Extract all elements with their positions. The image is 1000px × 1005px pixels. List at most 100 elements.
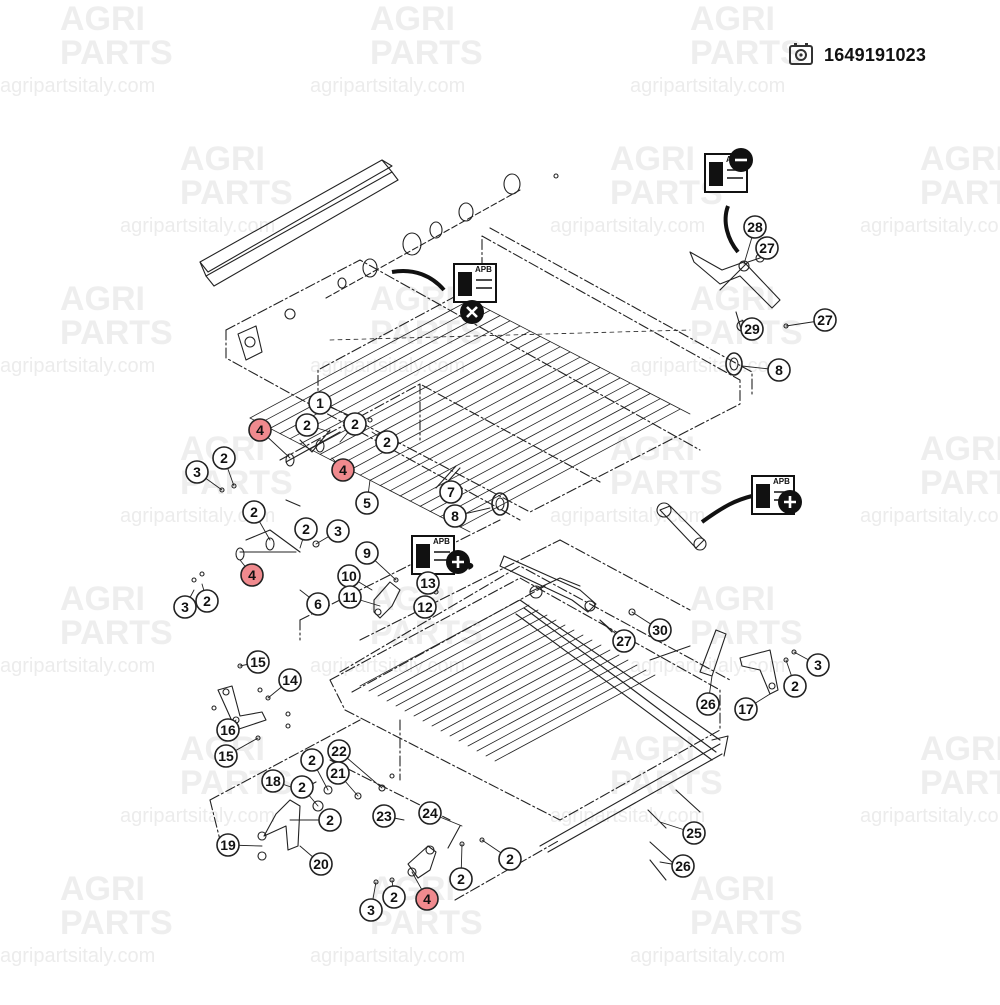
- watermark-line2: PARTS: [60, 314, 173, 352]
- callout-label: 27: [616, 633, 632, 649]
- apb-arrow: [723, 205, 740, 254]
- callout-11: 11: [338, 585, 362, 609]
- callout-17: 17: [734, 697, 758, 721]
- callout-6: 6: [306, 592, 330, 616]
- callout-30: 30: [648, 618, 672, 642]
- grate-rod: [329, 329, 691, 341]
- grate-bar: [389, 372, 611, 492]
- grate-bar: [399, 377, 621, 497]
- callout-2: 2: [449, 867, 473, 891]
- watermark-url: agripartsitaly.com: [0, 655, 155, 677]
- callout-circle: [813, 308, 837, 332]
- watermark-url: agripartsitaly.com: [120, 505, 275, 527]
- callout-circle: [185, 460, 209, 484]
- callout-label: 16: [220, 722, 236, 738]
- watermark-line1: AGRI: [920, 430, 1000, 468]
- callout-2: 2: [783, 674, 807, 698]
- callout-label: 2: [383, 434, 391, 450]
- callout-24: 24: [418, 801, 442, 825]
- lower-grate-bar: [494, 674, 656, 762]
- callout-label: 26: [675, 858, 691, 874]
- callout-18: 18: [261, 769, 285, 793]
- callout-label: 27: [817, 312, 833, 328]
- callout-label: 3: [814, 657, 822, 673]
- callout-label: 23: [376, 808, 392, 824]
- callout-label: 2: [298, 779, 306, 795]
- watermark-line2: PARTS: [60, 34, 173, 72]
- callout-15: 15: [246, 650, 270, 674]
- callout-12: 12: [413, 595, 437, 619]
- callout-2: 2: [375, 430, 399, 454]
- times-icon: [460, 300, 484, 324]
- lower-grate-bar: [458, 654, 620, 742]
- lower-grate-bar: [413, 629, 575, 717]
- callout-label: 30: [652, 622, 668, 638]
- callout-label: 3: [334, 523, 342, 539]
- grate-bar: [299, 325, 521, 445]
- watermark-url: agripartsitaly.com: [630, 75, 785, 97]
- callout-circle: [743, 215, 767, 239]
- callout-label: 4: [339, 462, 347, 478]
- callout-2: 2: [343, 412, 367, 436]
- callout-label: 3: [181, 599, 189, 615]
- callout-27: 27: [755, 236, 779, 260]
- watermark-line1: AGRI: [60, 580, 145, 618]
- watermark-url: agripartsitaly.com: [550, 215, 705, 237]
- watermark-url: agripartsitaly.com: [860, 505, 1000, 527]
- callout-circle: [173, 595, 197, 619]
- shaft-part: [284, 173, 559, 320]
- watermark-url: agripartsitaly.com: [120, 805, 275, 827]
- plus-glyph: [452, 556, 464, 568]
- callout-circle: [740, 317, 764, 341]
- grate-lines: [249, 299, 691, 762]
- watermark-url: agripartsitaly.com: [860, 805, 1000, 827]
- lower-grate-bar: [359, 599, 521, 687]
- callout-circle: [648, 618, 672, 642]
- watermark-url: agripartsitaly.com: [630, 355, 785, 377]
- lower-grate-bar: [377, 609, 539, 697]
- grate-bar: [439, 398, 661, 518]
- grate-bar: [259, 304, 481, 424]
- watermark-url: agripartsitaly.com: [310, 75, 465, 97]
- callout-27: 27: [813, 308, 837, 332]
- callout-label: 26: [700, 696, 716, 712]
- callout-label: 13: [420, 575, 436, 591]
- callout-label: 5: [363, 495, 371, 511]
- callout-label: 2: [220, 450, 228, 466]
- bracket-part: [237, 325, 263, 361]
- callout-label: 18: [265, 773, 281, 789]
- callout-label: 21: [330, 765, 346, 781]
- lower-grate-bar: [395, 619, 557, 707]
- lower-center-lever: [373, 825, 485, 885]
- watermark-url: agripartsitaly.com: [310, 945, 465, 967]
- callout-27: 27: [612, 629, 636, 653]
- apb-label: APB: [773, 477, 790, 486]
- plus-icon: [778, 490, 802, 514]
- lower-grate-bar: [386, 614, 548, 702]
- callout-circle: [413, 595, 437, 619]
- callout-label: 7: [447, 484, 455, 500]
- callout-circle: [290, 775, 314, 799]
- apb-badge-add: APB: [411, 535, 474, 575]
- callout-3: 3: [359, 898, 383, 922]
- watermark-line2: PARTS: [60, 904, 173, 942]
- watermark-line1: AGRI: [920, 730, 1000, 768]
- apb-label: APB: [475, 265, 492, 274]
- plus-icon: [446, 550, 470, 574]
- lower-grate-bar: [431, 639, 593, 727]
- callout-circle: [248, 418, 272, 442]
- grate-bar: [379, 367, 601, 486]
- callout-circle: [318, 808, 342, 832]
- callout-circle: [755, 236, 779, 260]
- callout-5: 5: [355, 491, 379, 515]
- apb-arrow: [391, 269, 446, 292]
- callout-10: 10: [337, 564, 361, 588]
- callout-circle: [309, 852, 333, 876]
- grate-bar: [249, 299, 471, 419]
